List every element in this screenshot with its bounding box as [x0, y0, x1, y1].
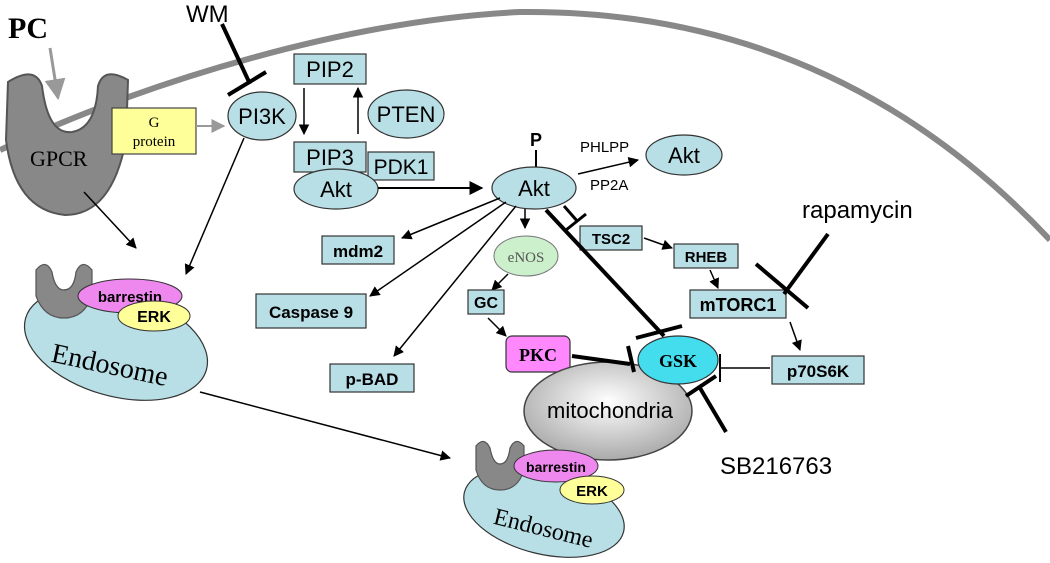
mtorc1-label: mTORC1: [700, 295, 777, 315]
sb216763-inhibition-line: [698, 386, 728, 434]
tsc2-rheb-arrow: [643, 237, 673, 250]
cell-membrane: [0, 8, 1050, 243]
tsc2-label: TSC2: [592, 231, 630, 248]
pkc-label: PKC: [519, 345, 557, 365]
phospho-label: P: [530, 130, 542, 150]
akt-to-pbad-arrow: [393, 205, 517, 357]
tsc2-node: [579, 225, 643, 251]
endosome-2-receptor: [475, 440, 525, 491]
akt-gsk-inhibition-line: [544, 208, 666, 338]
pkc-gsk-inhibition-bar: [626, 345, 636, 373]
enos-node: [493, 235, 559, 277]
pc-arrow: [44, 47, 66, 101]
akt-right-label: Akt: [668, 143, 700, 168]
sb216763-inhibition-bar: [684, 374, 718, 398]
mtorc1-p70s6k-arrow: [789, 321, 802, 351]
pp2a-label: PP2A: [590, 177, 628, 194]
rheb-mtorc1-arrow: [709, 269, 719, 289]
rheb-node: [673, 243, 739, 269]
gc-label: GC: [474, 295, 498, 312]
enos-to-gc-arrow: [491, 273, 509, 291]
endosome-1-receptor: [35, 263, 93, 319]
mitochondria-label: mitochondria: [547, 398, 674, 423]
akt-right-node: [645, 134, 723, 176]
gc-to-pkc-arrow: [487, 317, 507, 337]
rapamycin-inhibition-bar: [754, 262, 810, 310]
erk-1: [117, 300, 191, 332]
erk-2: [559, 475, 625, 505]
gpcr-endosome-arrow: [83, 191, 137, 249]
pbad-label: p-BAD: [346, 370, 399, 389]
wm-inhibition-bar: [226, 70, 268, 97]
akt-tsc2-inhibition-bar: [565, 212, 587, 232]
dephosphorylation-arrow: [577, 157, 640, 175]
sb216763-label: SB216763: [720, 453, 832, 480]
akt-to-mdm2-arrow: [401, 197, 501, 240]
g-protein-label-line2: protein: [133, 134, 176, 150]
gsk-node: [637, 335, 719, 385]
barrestin-2-label: barrestin: [526, 459, 586, 475]
pi3k-node: [227, 91, 297, 141]
akt-membrane-label: Akt: [320, 177, 352, 202]
pdk1-label: PDK1: [374, 156, 429, 179]
akt-gsk-inhibition-bar: [635, 324, 683, 340]
barrestin-2: [513, 449, 599, 483]
pip3-node: [293, 141, 367, 173]
gpcr-label: GPCR: [30, 146, 88, 171]
gpcr-receptor: [4, 73, 130, 217]
pkc-node: [505, 335, 571, 373]
gsk-label: GSK: [659, 351, 697, 371]
endosome-transit-arrow: [199, 391, 452, 461]
pten-node: [367, 89, 445, 139]
pip3-label: PIP3: [306, 145, 354, 170]
wm-inhibition-line: [220, 23, 252, 85]
mdm2-node: [321, 235, 395, 265]
g-protein-box: [111, 107, 197, 155]
rapamycin-inhibition-line: [782, 232, 830, 296]
pc-label: PC: [8, 12, 48, 45]
rheb-label: RHEB: [685, 249, 728, 266]
gc-node: [467, 289, 505, 315]
pip2-label: PIP2: [306, 57, 354, 82]
wm-label: WM: [186, 1, 229, 28]
pi3k-endosome-arrow: [184, 137, 245, 275]
pten-label: PTEN: [377, 102, 436, 127]
pdk1-node: [367, 151, 435, 181]
enos-label: eNOS: [508, 250, 545, 266]
erk-1-label: ERK: [137, 309, 171, 326]
caspase9-node: [255, 293, 367, 329]
phlpp-label: PHLPP: [580, 139, 629, 156]
mtorc1-node: [689, 289, 787, 319]
pkc-gsk-inhibition-line: [571, 354, 631, 366]
pi3k-label: PI3K: [238, 104, 286, 129]
pbad-node: [329, 363, 415, 393]
caspase9-label: Caspase 9: [269, 303, 353, 322]
p70s6k-label: p70S6K: [787, 362, 850, 381]
akt-center-label: Akt: [518, 176, 550, 201]
g-protein-label-line1: G: [149, 115, 160, 131]
erk-2-label: ERK: [576, 483, 608, 500]
pip2-node: [293, 53, 367, 85]
akt-tsc2-inhibition: [562, 205, 580, 223]
rapamycin-label: rapamycin: [802, 197, 913, 224]
mdm2-label: mdm2: [333, 242, 383, 261]
p70s6k-node: [771, 355, 865, 385]
akt-center-node: [491, 166, 577, 210]
akt-to-caspase9-arrow: [369, 201, 507, 297]
